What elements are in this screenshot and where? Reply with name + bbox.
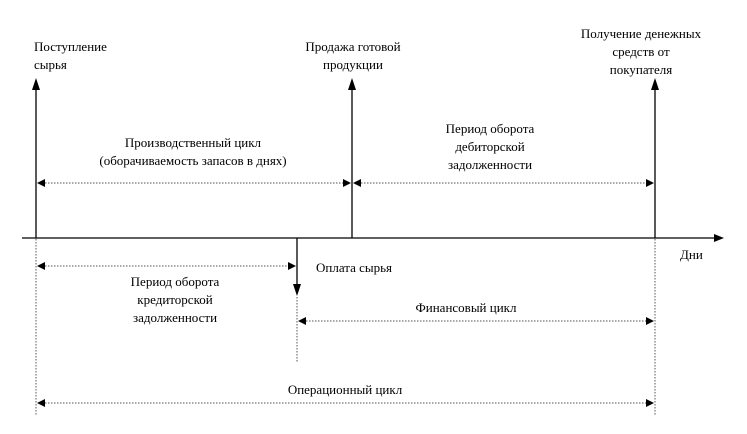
label-receivables-period: Период оборота дебиторской задолженности [446,121,535,172]
label-line: Поступление [34,39,107,54]
label-line: Производственный цикл [125,135,262,150]
label-line: Период оборота [131,274,220,289]
label-cash-receipt: Получение денежных средств от покупателя [581,26,702,77]
label-operating-cycle: Операционный цикл [288,382,403,397]
receivables-period-span [353,179,654,187]
production-cycle-span [37,179,351,187]
label-line: Период оборота [446,121,535,136]
label-line: покупателя [610,62,672,77]
operating-cycle-span [37,399,654,407]
label-line: кредиторской [137,292,212,307]
event-payment-arrow [293,238,301,296]
label-raw-material-payment: Оплата сырья [316,260,392,275]
label-line: задолженности [448,157,532,172]
axis-label-days: Дни [680,247,703,262]
label-line: задолженности [133,310,217,325]
label-line: (оборачиваемость запасов в днях) [99,153,286,168]
label-production-cycle: Производственный цикл (оборачиваемость з… [99,135,286,168]
event-sale-arrow [348,78,356,238]
label-raw-material-receipt: Поступление сырья [34,39,107,72]
label-financial-cycle: Финансовый цикл [416,300,517,315]
axis-arrow-head [714,234,724,242]
label-line: сырья [34,57,67,72]
financial-cycle-span [298,317,654,325]
payables-period-span [37,262,296,270]
event-cash-receipt-arrow [651,78,659,238]
label-line: дебиторской [455,139,524,154]
label-sale-of-goods: Продажа готовой продукции [305,39,400,72]
label-line: Продажа готовой [305,39,400,54]
label-payables-period: Период оборота кредиторской задолженност… [131,274,220,325]
label-line: средств от [612,44,670,59]
label-line: продукции [323,57,383,72]
label-line: Получение денежных [581,26,702,41]
event-raw-material-receipt-arrow [32,78,40,238]
